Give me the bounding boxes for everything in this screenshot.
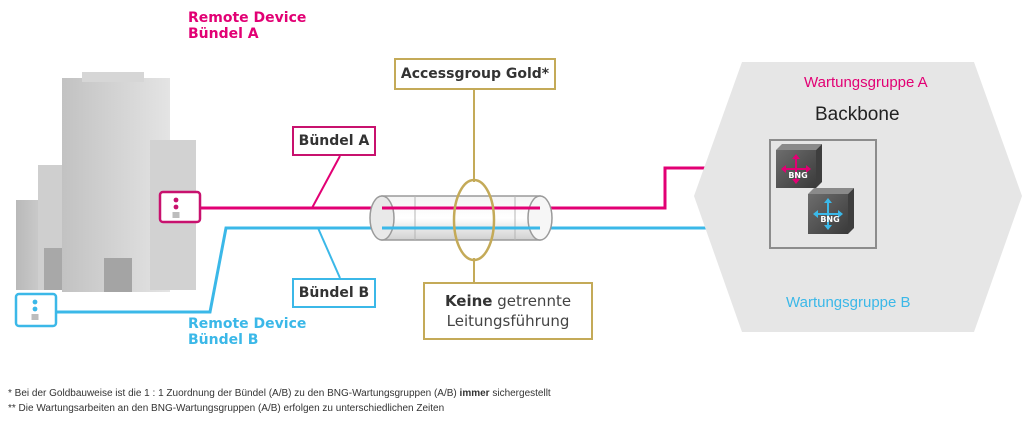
remote-device-b-title: Remote Device	[188, 316, 307, 332]
router-a-label: BNG	[788, 171, 807, 180]
router-a-icon	[776, 144, 822, 188]
remote-device-b-label: Remote Device Bündel B	[188, 316, 306, 348]
keine-rest: getrennte	[492, 292, 572, 310]
separate-routing-line2: Leitungsführung	[446, 312, 570, 330]
separate-routing-line1: Keine getrennte	[445, 291, 571, 311]
building-door-left	[44, 248, 62, 290]
bundle-a-box: Bündel A	[292, 126, 376, 156]
accessgroup-ring	[452, 178, 496, 262]
buildings-illustration	[16, 72, 196, 292]
remote-device-a-icon	[158, 190, 202, 224]
building-door-tower	[104, 258, 132, 292]
accessgroup-box: Accessgroup Gold*	[394, 58, 556, 90]
cable-conduit	[369, 195, 553, 241]
maintenance-group-b-label: Wartungsgruppe B	[786, 294, 911, 311]
router-b-label: BNG	[820, 215, 839, 224]
maintenance-group-a-label: Wartungsgruppe A	[804, 74, 928, 91]
remote-device-b-icon	[14, 292, 58, 328]
backbone-router-frame	[769, 139, 877, 249]
remote-device-a-bundle: Bündel A	[188, 26, 259, 42]
router-b-icon	[808, 188, 854, 234]
bundle-a-leader	[311, 155, 341, 209]
bundle-b-box: Bündel B	[292, 278, 376, 308]
backbone-hexagon	[694, 62, 1022, 332]
footnote-1-bold: immer	[456, 388, 490, 399]
bundle-b-leader	[317, 227, 341, 279]
remote-device-a-label: Remote Device Bündel A	[188, 10, 306, 42]
footnote-1-end: sichergestellt	[489, 388, 551, 399]
remote-device-b-bundle: Bündel B	[188, 332, 259, 348]
footnote-1: * Bei der Goldbauweise ist die 1 : 1 Zuo…	[8, 388, 551, 399]
separate-routing-box: Keine getrennte Leitungsführung	[423, 282, 593, 340]
footnote-1-text: * Bei der Goldbauweise ist die 1 : 1 Zuo…	[8, 388, 457, 399]
remote-device-a-title: Remote Device	[188, 10, 307, 26]
building-roof	[82, 72, 144, 82]
keine-bold: Keine	[444, 292, 493, 310]
backbone-title: Backbone	[815, 104, 900, 125]
footnote-2: ** Die Wartungsarbeiten an den BNG-Wartu…	[8, 403, 445, 414]
